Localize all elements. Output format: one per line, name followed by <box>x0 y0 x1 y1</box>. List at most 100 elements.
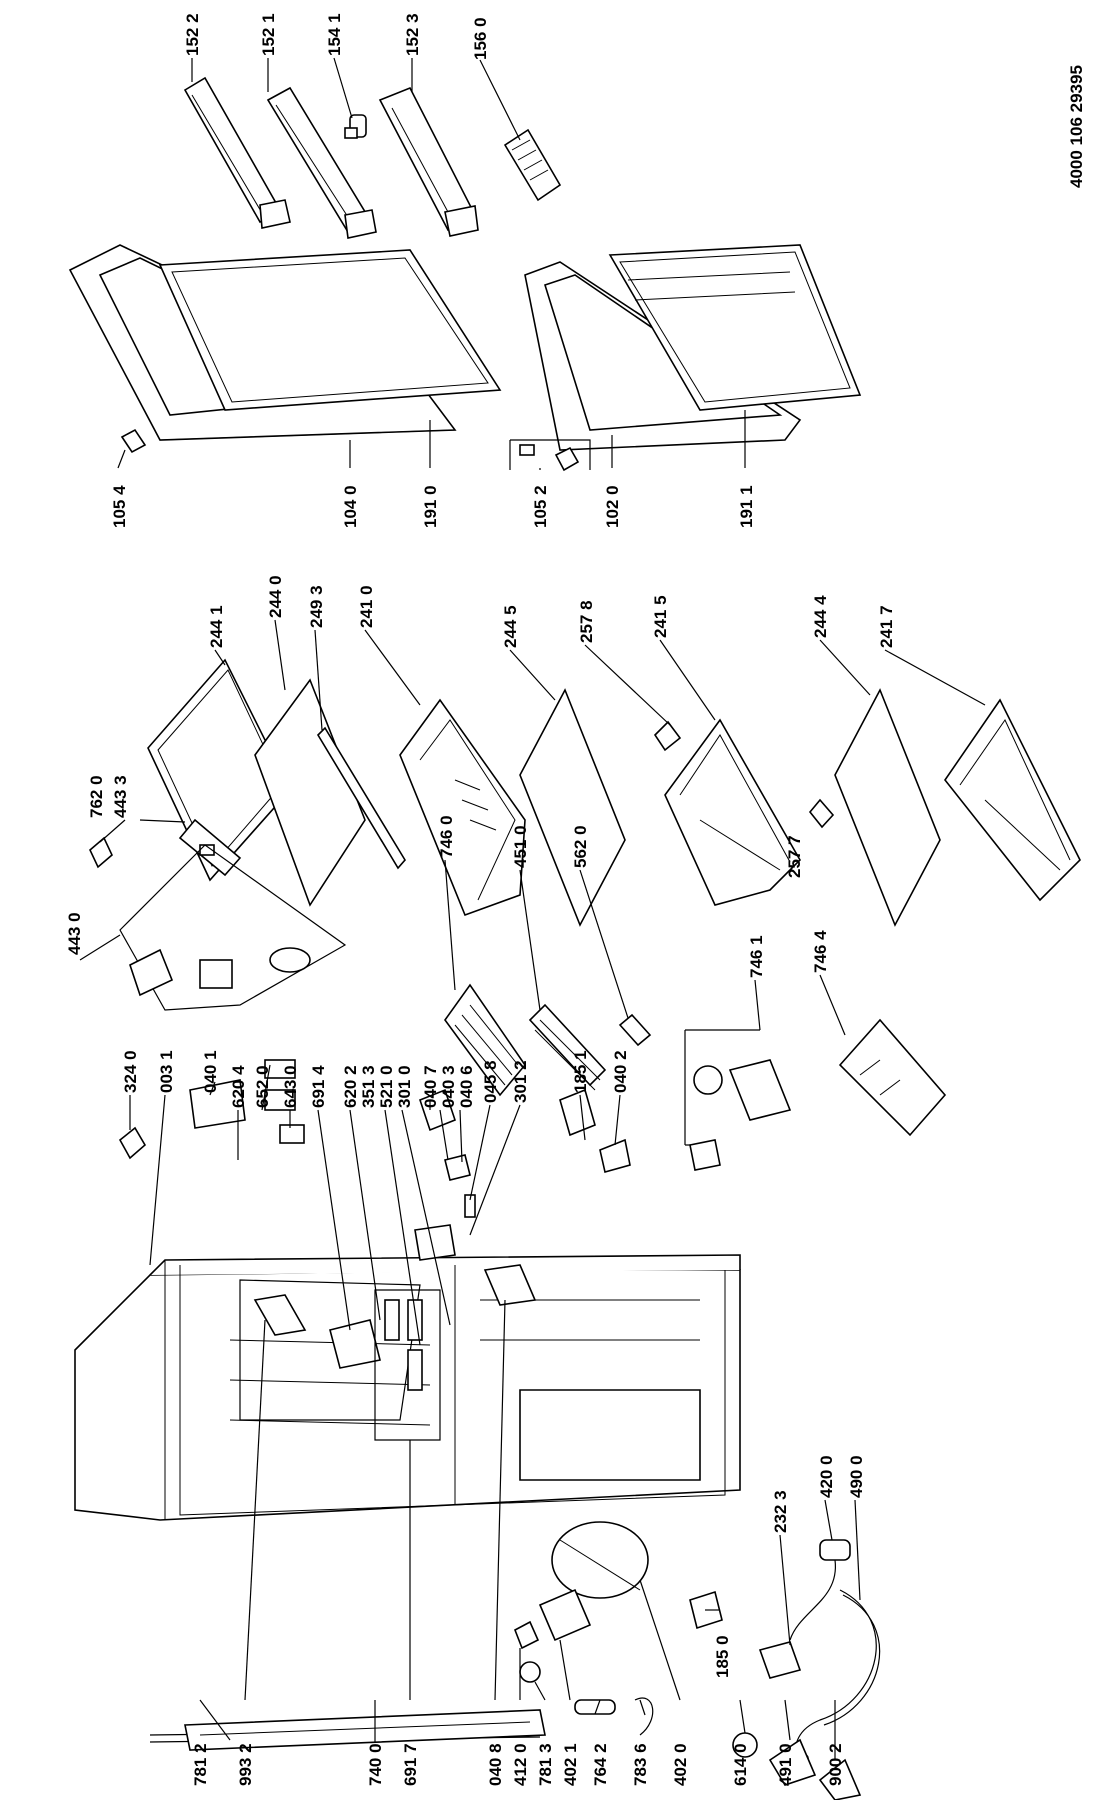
bracket-0401 <box>189 1079 246 1129</box>
cover-7464 <box>838 1018 947 1137</box>
label-7464: 746 4 <box>811 930 830 973</box>
label-0407: 040 7 <box>421 1065 440 1108</box>
label-5620: 562 0 <box>571 825 590 868</box>
trim-3240 <box>118 1126 147 1160</box>
relay-4021 <box>538 1588 592 1642</box>
glass-shelf-2444 <box>834 688 941 927</box>
door-shelf-1523 <box>378 86 479 237</box>
label-0031: 003 1 <box>157 1050 176 1093</box>
tube-7836 <box>634 1697 654 1736</box>
clip-2577 <box>808 798 835 829</box>
label-2493: 249 3 <box>307 585 326 628</box>
label-1851: 185 1 <box>571 1050 590 1093</box>
label-9932: 993 2 <box>236 1743 255 1786</box>
label-4120: 412 0 <box>511 1743 530 1786</box>
door-shelf-1521 <box>266 86 377 239</box>
heater-4510 <box>528 1003 607 1091</box>
egg-tray-1560 <box>503 128 562 202</box>
door-shelf-1522 <box>183 76 291 229</box>
label-2578: 257 8 <box>577 600 596 643</box>
fan-assembly-4430 <box>119 844 347 1011</box>
label-7400: 740 0 <box>366 1743 385 1786</box>
label-7460: 746 0 <box>437 815 456 858</box>
label-2440: 244 0 <box>266 575 285 618</box>
sensor-5620 <box>618 1013 652 1047</box>
label-2410: 241 0 <box>357 585 376 628</box>
label-4430: 443 0 <box>65 912 84 955</box>
label-1020: 102 0 <box>603 485 622 528</box>
capacitor-4200 <box>789 1539 851 1641</box>
label-1911: 191 1 <box>737 485 756 528</box>
label-7461: 746 1 <box>747 935 766 978</box>
hinge-1054 <box>120 428 147 454</box>
label-4020: 402 0 <box>671 1743 690 1786</box>
label-2323: 232 3 <box>771 1490 790 1533</box>
label-3010: 301 0 <box>395 1065 414 1108</box>
label-7812: 781 2 <box>191 1743 210 1786</box>
label-0408: 040 8 <box>486 1743 505 1786</box>
label-9002: 900 2 <box>826 1743 845 1786</box>
crisper-drawer-2410 <box>399 698 526 917</box>
label-0401: 040 1 <box>201 1050 220 1093</box>
label-1910: 191 0 <box>421 485 440 528</box>
cabinet-0031 <box>74 1254 741 1521</box>
label-2444: 244 4 <box>811 595 830 638</box>
label-0458: 045 8 <box>481 1060 500 1103</box>
hinge-set-1052 <box>509 439 591 472</box>
label-1054: 105 4 <box>110 485 129 528</box>
label-0402: 040 2 <box>611 1050 630 1093</box>
label-4900: 490 0 <box>847 1455 866 1498</box>
label-6520: 652 0 <box>253 1065 272 1108</box>
clip-4120 <box>513 1620 540 1650</box>
label-2417: 241 7 <box>877 605 896 648</box>
label-6140: 614 0 <box>731 1743 750 1786</box>
panel-set-6917 <box>374 1289 441 1441</box>
label-1560: 156 0 <box>471 17 490 60</box>
label-3240: 324 0 <box>121 1050 140 1093</box>
compressor-4020 <box>551 1521 649 1599</box>
filter-7620 <box>89 836 113 869</box>
evaporator-7460 <box>444 983 527 1097</box>
label-4433: 443 3 <box>111 775 130 818</box>
label-6917: 691 7 <box>401 1743 420 1786</box>
grommet-7813 <box>519 1661 541 1683</box>
drawer-2415 <box>664 718 801 906</box>
leader-lines <box>79 57 986 1760</box>
back-plate-9932 <box>239 1279 421 1421</box>
plate-2323 <box>758 1641 802 1679</box>
label-2577: 257 7 <box>785 835 804 878</box>
drip-tray-7400 <box>184 1709 546 1751</box>
label-7813: 781 3 <box>536 1743 555 1786</box>
label-1523: 152 3 <box>403 13 422 56</box>
upper-door-gasket-1910 <box>158 249 502 411</box>
clip-2578 <box>653 720 682 752</box>
labels: 4000 106 29395 152 2 152 1 154 1 152 3 1… <box>65 13 1086 1786</box>
label-2415: 241 5 <box>651 595 670 638</box>
lamp-cover-4910 <box>768 1738 817 1786</box>
label-5210: 521 0 <box>377 1065 396 1108</box>
label-4021: 402 1 <box>561 1743 580 1786</box>
label-6914: 691 4 <box>309 1065 328 1108</box>
shelf-trim-2493 <box>316 726 406 870</box>
label-4200: 420 0 <box>817 1455 836 1498</box>
label-0406: 040 6 <box>457 1065 476 1108</box>
label-2441: 244 1 <box>207 605 226 648</box>
label-3513: 351 3 <box>359 1065 378 1108</box>
label-1541: 154 1 <box>325 13 344 56</box>
glass-shelf-2445 <box>519 688 626 927</box>
glass-shelf-2440 <box>254 678 366 907</box>
label-7642: 764 2 <box>591 1743 610 1786</box>
label-4910: 491 0 <box>776 1743 795 1786</box>
label-4510: 451 0 <box>511 825 530 868</box>
lower-door-gasket-1911 <box>608 244 862 411</box>
label-2445: 244 5 <box>501 605 520 648</box>
label-6202: 620 2 <box>341 1065 360 1108</box>
lamp-holder-9002 <box>818 1758 862 1800</box>
label-1850: 185 0 <box>713 1635 732 1678</box>
capacitor-7642 <box>574 1699 616 1715</box>
small-parts-cluster <box>264 1059 721 1261</box>
label-7836: 783 6 <box>631 1743 650 1786</box>
label-1040: 104 0 <box>341 485 360 528</box>
label-1522: 152 2 <box>183 13 202 56</box>
